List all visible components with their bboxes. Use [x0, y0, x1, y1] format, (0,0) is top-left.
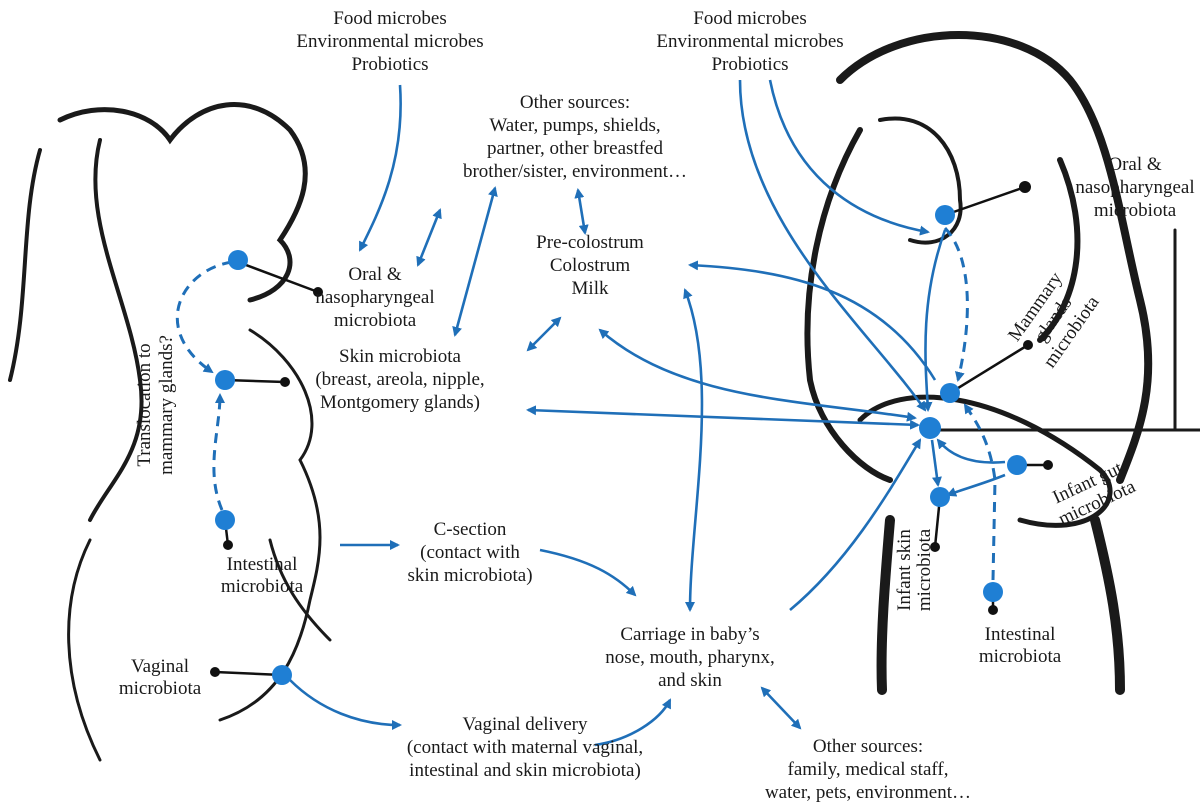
arrows: [175, 79, 1006, 747]
infant-gut-dot: [1007, 455, 1027, 475]
label-translocation: Translocation tomammary glands?: [134, 335, 177, 475]
mammary-microbe-dot: [940, 383, 960, 403]
label-other-sources-top: Other sources:Water, pumps, shields,part…: [463, 92, 687, 182]
label-other-sources-bottom: Other sources:family, medical staff,wate…: [765, 736, 971, 803]
microbe-dots: [215, 205, 1027, 685]
skin-microbe-dot-left: [215, 370, 235, 390]
vaginal-microbe-dot: [272, 665, 292, 685]
label-mammary: Mammaryglandsmicrobiota: [1003, 267, 1104, 372]
mother-silhouette-left: [8, 102, 332, 762]
infant-skin-dot: [930, 487, 950, 507]
milk-hub-dot: [919, 417, 941, 439]
mother-silhouette-right: [804, 31, 1200, 695]
label-infant-skin: Infant skinmicrobiota: [894, 528, 935, 611]
intestinal-microbe-dot-left: [215, 510, 235, 530]
label-skin: Skin microbiota(breast, areola, nipple,M…: [315, 346, 484, 413]
label-vaginal-delivery: Vaginal delivery(contact with maternal v…: [407, 714, 643, 781]
connectors: [210, 181, 1053, 677]
oral-microbe-dot-right: [935, 205, 955, 225]
intestinal-microbe-dot-right: [983, 582, 1003, 602]
oral-microbe-dot-left: [228, 250, 248, 270]
